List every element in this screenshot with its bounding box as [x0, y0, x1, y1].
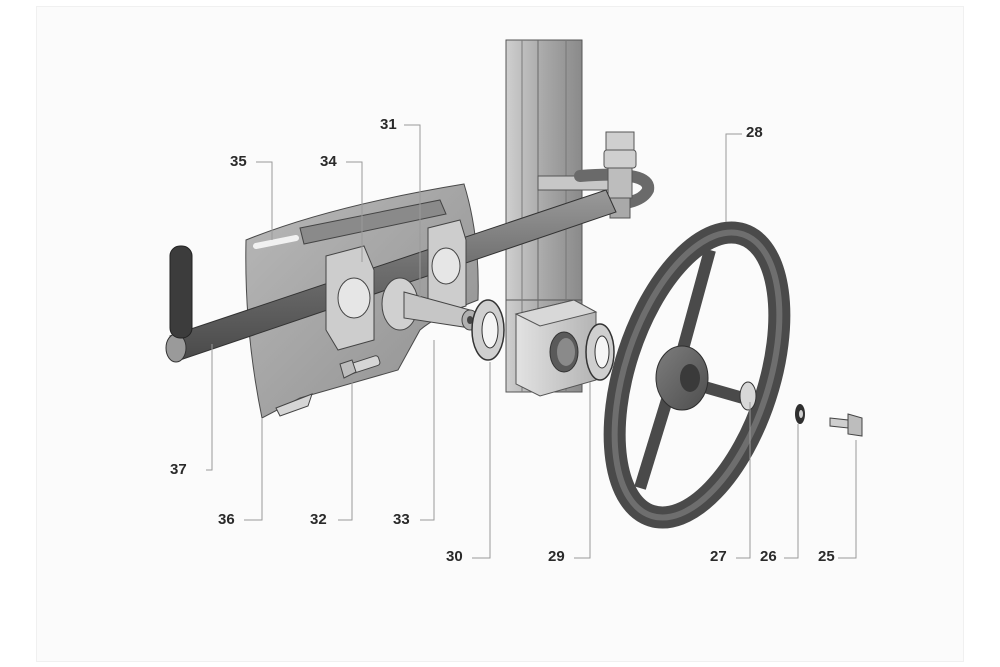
handwheel [603, 221, 791, 529]
shaft-clamp-blocks [325, 219, 467, 351]
callout-31: 31 [380, 116, 397, 133]
callout-33: 33 [393, 511, 410, 528]
leader-lines [206, 124, 857, 559]
washer-26 [795, 404, 805, 424]
callout-27: 27 [710, 548, 727, 565]
callout-28: 28 [746, 124, 763, 141]
callout-34: 34 [320, 153, 337, 170]
callout-25: 25 [818, 548, 835, 565]
callout-26: 26 [760, 548, 777, 565]
callout-35: 35 [230, 153, 247, 170]
screw-25 [829, 413, 863, 437]
washer-30 [471, 299, 505, 361]
indexing-plunger [537, 131, 655, 219]
callout-29: 29 [548, 548, 565, 565]
callout-30: 30 [446, 548, 463, 565]
callout-32: 32 [310, 511, 327, 528]
washer-29 [585, 323, 615, 381]
bolt-32 [339, 355, 381, 379]
post-bearing-block [514, 299, 598, 397]
callout-36: 36 [218, 511, 235, 528]
callout-37: 37 [170, 461, 187, 478]
